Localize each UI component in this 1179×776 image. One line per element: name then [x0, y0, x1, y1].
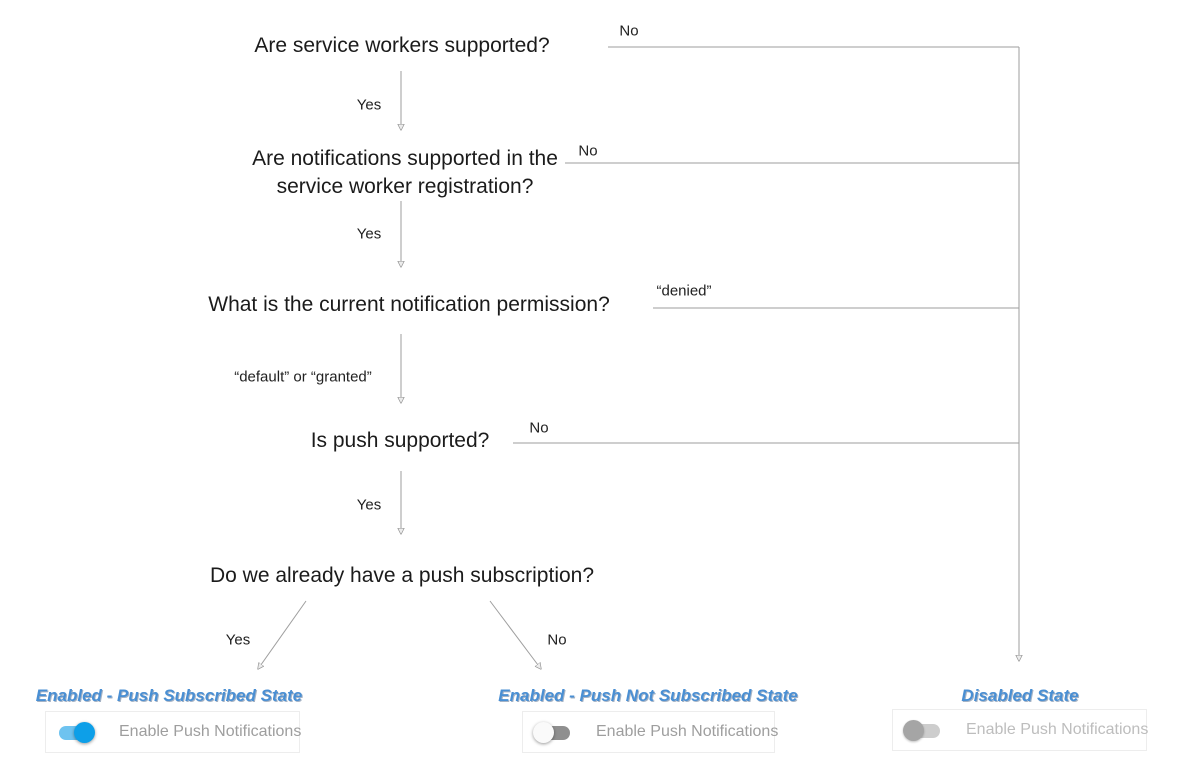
toggle-knob: [903, 719, 924, 741]
toggle-label: Enable Push Notifications: [966, 721, 1149, 738]
push-toggle-off[interactable]: [533, 721, 572, 743]
branch-label-denied: “denied”: [656, 282, 712, 300]
connector-q5-no: [489, 600, 541, 669]
branch-label-no-2: No: [578, 142, 598, 160]
push-toggle-disabled: [903, 719, 942, 741]
branch-label-default-or-granted: “default” or “granted”: [234, 368, 372, 386]
question-notification-permission: What is the current notification permiss…: [208, 293, 610, 316]
question-service-workers-supported: Are service workers supported?: [254, 34, 550, 57]
toggle-label: Enable Push Notifications: [596, 723, 779, 740]
question-notifications-supported: Are notifications supported in the servi…: [252, 147, 558, 198]
push-toggle-on[interactable]: [58, 721, 95, 743]
branch-label-yes-2: Yes: [356, 225, 382, 243]
toggle-knob: [74, 721, 95, 743]
branch-label-no-3: No: [529, 419, 549, 437]
state-label-disabled: Disabled State: [961, 686, 1079, 705]
question-push-subscription: Do we already have a push subscription?: [209, 564, 595, 587]
toggle-label: Enable Push Notifications: [119, 723, 302, 740]
question-push-supported: Is push supported?: [310, 429, 490, 452]
branch-label-yes-3: Yes: [356, 496, 382, 514]
branch-label-yes-4: Yes: [225, 631, 251, 649]
card-push-subscribed: Enable Push Notifications: [45, 711, 302, 753]
card-disabled: Enable Push Notifications: [892, 709, 1149, 751]
connector-q5-yes: [258, 600, 307, 669]
branch-label-no-4: No: [547, 631, 567, 649]
state-label-push-subscribed: Enabled - Push Subscribed State: [35, 686, 303, 705]
toggle-knob: [533, 721, 554, 743]
card-push-not-subscribed: Enable Push Notifications: [522, 711, 779, 753]
branch-label-no-1: No: [619, 22, 639, 40]
state-label-push-not-subscribed: Enabled - Push Not Subscribed State: [498, 686, 798, 705]
branch-label-yes-1: Yes: [356, 96, 382, 114]
